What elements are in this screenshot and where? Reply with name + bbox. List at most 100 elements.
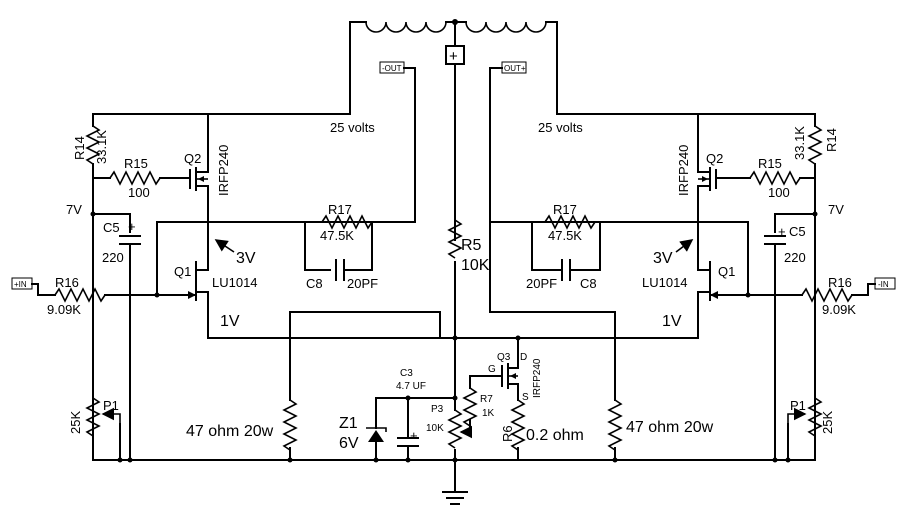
r5-label: R5 [461, 237, 482, 254]
plus-terminal[interactable]: + [445, 45, 465, 65]
svg-text:R16: R16 [828, 275, 852, 290]
svg-text:IRFP240: IRFP240 [216, 145, 231, 196]
svg-text:R14: R14 [824, 128, 839, 152]
svg-text:LU1014: LU1014 [212, 275, 258, 290]
q3-mosfet [501, 337, 519, 401]
svg-text:3V: 3V [236, 250, 256, 267]
c3-capacitor [397, 397, 419, 461]
svg-text:R16: R16 [55, 275, 79, 290]
p1-right-pot [807, 397, 823, 437]
svg-text:100: 100 [128, 185, 150, 200]
svg-text:9.09K: 9.09K [822, 302, 856, 317]
svg-text:C5: C5 [103, 220, 120, 235]
svg-text:R15: R15 [124, 156, 148, 171]
r17-left-resistor [321, 214, 373, 230]
svg-text:+: + [778, 224, 786, 239]
svg-text:C8: C8 [580, 276, 597, 291]
svg-text:R6: R6 [500, 425, 515, 442]
load-left-resistor [282, 399, 298, 451]
svg-text:25K: 25K [820, 411, 835, 434]
svg-text:LU1014: LU1014 [642, 275, 688, 290]
svg-text:Q2: Q2 [706, 151, 723, 166]
svg-text:R17: R17 [553, 202, 577, 217]
svg-text:P1: P1 [790, 398, 806, 413]
in-plus-port[interactable]: +IN [11, 277, 33, 290]
load-right-resistor [607, 399, 623, 451]
r16-right-resistor [801, 287, 853, 303]
p3-pot [447, 409, 463, 449]
svg-text:1V: 1V [662, 313, 682, 330]
svg-text:1K: 1K [482, 408, 495, 419]
svg-text:10K: 10K [426, 423, 444, 434]
svg-text:-IN: -IN [878, 280, 889, 289]
svg-text:3V: 3V [653, 250, 673, 267]
r14-left-resistor [85, 125, 101, 165]
svg-text:47.5K: 47.5K [320, 228, 354, 243]
r7-resistor [462, 387, 478, 427]
svg-text:33.1K: 33.1K [94, 130, 109, 164]
svg-text:25K: 25K [68, 411, 83, 434]
svg-text:D: D [520, 352, 527, 363]
r17-right-resistor [544, 214, 596, 230]
svg-text:220: 220 [784, 250, 806, 265]
out-minus-port[interactable]: -OUT [379, 61, 405, 74]
svg-text:47 ohm 20w: 47 ohm 20w [186, 423, 274, 440]
svg-text:IRFP240: IRFP240 [676, 145, 691, 196]
svg-text:C8: C8 [306, 276, 323, 291]
r6-resistor [510, 399, 526, 451]
svg-text:+: + [128, 219, 136, 234]
svg-text:R15: R15 [758, 156, 782, 171]
svg-text:100: 100 [768, 185, 790, 200]
svg-text:Z1: Z1 [339, 415, 358, 432]
svg-text:R14: R14 [72, 136, 87, 160]
r5-value: 10K [461, 257, 490, 274]
z1-zener [366, 427, 387, 461]
svg-text:1V: 1V [220, 313, 240, 330]
svg-text:6V: 6V [339, 435, 359, 452]
svg-text:7V: 7V [66, 202, 82, 217]
svg-text:7V: 7V [828, 202, 844, 217]
svg-text:Q1: Q1 [718, 264, 735, 279]
svg-text:P1: P1 [103, 398, 119, 413]
svg-text:33.1K: 33.1K [792, 126, 807, 160]
svg-text:47 ohm 20w: 47 ohm 20w [626, 419, 714, 436]
volts25-left: 25 volts [330, 120, 375, 135]
svg-text:OUT+: OUT+ [504, 64, 526, 73]
svg-text:9.09K: 9.09K [47, 302, 81, 317]
r15-left-resistor [109, 170, 161, 186]
r15-right-resistor [749, 170, 801, 186]
out-plus-port[interactable]: OUT+ [501, 61, 527, 74]
svg-text:R7: R7 [480, 394, 493, 405]
svg-text:P3: P3 [431, 404, 444, 415]
svg-text:4.7 UF: 4.7 UF [396, 381, 426, 392]
svg-text:-OUT: -OUT [382, 64, 402, 73]
svg-text:0.2 ohm: 0.2 ohm [526, 427, 584, 444]
volts25-right: 25 volts [538, 120, 583, 135]
svg-text:220: 220 [102, 250, 124, 265]
svg-text:20PF: 20PF [526, 276, 557, 291]
svg-text:Q1: Q1 [174, 264, 191, 279]
r16-left-resistor [54, 287, 106, 303]
in-minus-port[interactable]: -IN [874, 277, 896, 290]
r5-resistor [447, 219, 463, 259]
q2-right-mosfet [697, 113, 721, 271]
svg-text:S: S [522, 392, 529, 403]
svg-text:C3: C3 [400, 368, 413, 379]
p1-left-pot [85, 397, 101, 437]
svg-text:G: G [488, 364, 496, 375]
svg-text:+: + [410, 428, 418, 443]
svg-text:20PF: 20PF [347, 276, 378, 291]
output-transformer [349, 19, 558, 115]
ground-symbol [442, 459, 468, 505]
svg-text:Q2: Q2 [184, 151, 201, 166]
q2-left-mosfet [189, 113, 209, 271]
svg-text:+IN: +IN [14, 280, 27, 289]
q1-left-jfet [156, 261, 209, 339]
svg-text:R17: R17 [328, 202, 352, 217]
svg-text:C5: C5 [789, 224, 806, 239]
svg-text:47.5K: 47.5K [548, 228, 582, 243]
svg-text:IRFP240: IRFP240 [532, 358, 543, 398]
svg-text:Q3: Q3 [497, 352, 511, 363]
q1-right-jfet [697, 261, 749, 339]
